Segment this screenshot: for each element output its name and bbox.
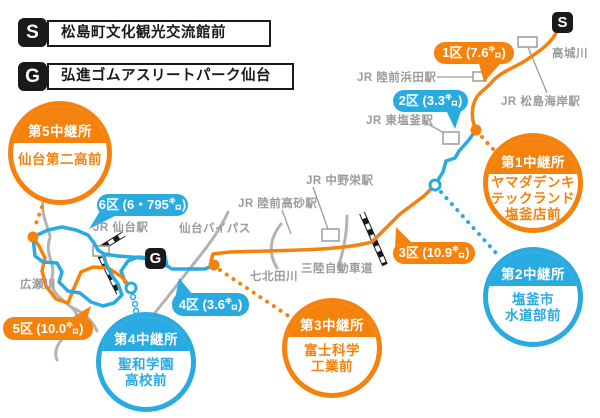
relay-badge-3-name: 工業前 (311, 359, 353, 374)
section-bubble-4: 4区 (3.6㌔) (172, 293, 249, 316)
relay-connectors (32, 135, 498, 319)
legend-goal-label: 弘進ゴムアスリートパーク仙台 (47, 63, 294, 90)
goal-marker: G (145, 248, 166, 269)
relay-badge-2-title: 第2中継所 (488, 252, 578, 286)
section-bubble-5: 5区 (10.0㌔) (3, 317, 93, 340)
hirose-river-line (41, 198, 52, 238)
river-label-hirosegawa: 広瀬川 (20, 279, 56, 291)
section-bubble-2: 2区 (3.3㌔) (393, 90, 468, 112)
station-marker-matsushima-kaigan (517, 36, 538, 48)
section-bubble-1: 1区 (7.6㌔) (434, 42, 514, 64)
station-label-higashi-shiogama: JR 東塩釜駅 (366, 115, 434, 127)
route-section-1 (470, 31, 558, 132)
section-bubble-3: 3区 (10.9㌔) (393, 242, 475, 264)
section-bubble-6: 6区 (6・795㌔) (97, 194, 188, 216)
relay-badge-4-name: 高校前 (125, 373, 167, 388)
station-label-sendai: JR 仙台駅 (93, 222, 149, 234)
station-marker-nakano-sakae (321, 228, 340, 242)
route-section-3 (209, 183, 437, 267)
legend-goal-icon: G (18, 62, 47, 91)
relay-badge-3: 第3中継所 富士科学 工業前 (282, 298, 382, 398)
relay-point-3 (208, 259, 220, 271)
rivers-and-roads (41, 198, 349, 362)
sanriku-expressway-line (336, 214, 349, 269)
course-routes (31, 31, 558, 308)
station-label-rikuzen-takasago: JR 陸前高砂駅 (238, 198, 318, 210)
relay-badge-4-name: 聖和学園 (118, 357, 174, 372)
route-section-6 (31, 225, 157, 262)
relay-badge-1-name: ヤマダデンキ (491, 175, 575, 190)
sendai-bypass-line (146, 210, 230, 323)
relay-point-markers (27, 124, 482, 295)
relay-point-5 (27, 231, 39, 243)
relay-badge-3-name: 富士科学 (304, 343, 360, 358)
road-label-sendai-bypass: 仙台バイパス (179, 223, 251, 235)
route-section-6 (31, 235, 124, 308)
station-marker-higashi-shiogama (442, 131, 460, 145)
relay-point-2 (428, 178, 442, 192)
relay-badge-1-name: テックランド (491, 191, 575, 206)
hirose-river-line (46, 236, 79, 362)
legend-start-label: 松島町文化観光交流館前 (47, 20, 271, 47)
relay-badge-2-name: 水道部前 (505, 308, 561, 323)
relay-connector-rings (129, 293, 140, 315)
relay-badge-2: 第2中継所 塩釜市 水道部前 (483, 247, 583, 347)
river-label-nanakitagawa: 七北田川 (250, 271, 298, 283)
relay-badge-4: 第4中継所 聖和学園 高校前 (96, 312, 196, 412)
relay-badge-1-title: 第1中継所 (488, 138, 578, 174)
start-marker: S (552, 12, 573, 33)
relay-badge-3-title: 第3中継所 (287, 303, 377, 337)
route-section-2 (433, 128, 478, 187)
relay-point-1 (470, 124, 482, 136)
station-label-matsushima-kaigan: JR 松島海岸駅 (501, 96, 581, 108)
relay-badge-1: 第1中継所 ヤマダデンキ テックランド 塩釜店前 (483, 133, 583, 233)
relay-point-4 (124, 281, 138, 295)
nanakita-river-line (269, 222, 283, 270)
station-label-nakano-sakae: JR 中野栄駅 (306, 175, 374, 187)
relay-badge-5: 第5中継所 仙台第二高前 (8, 101, 112, 205)
station-label-rikuzen-hamada: JR 陸前浜田駅 (357, 72, 437, 84)
legend-start-icon: S (18, 18, 47, 47)
relay-badge-1-name: 塩釜店前 (505, 207, 561, 222)
river-label-takagigawa: 高城川 (552, 48, 588, 60)
road-label-sanriku-expressway: 三陸自動車道 (301, 263, 373, 275)
relay-badge-4-title: 第4中継所 (101, 317, 191, 351)
relay-badge-5-name: 仙台第二高前 (18, 152, 102, 167)
relay-badge-5-title: 第5中継所 (13, 106, 107, 143)
relay-badge-2-name: 塩釜市 (512, 292, 554, 307)
